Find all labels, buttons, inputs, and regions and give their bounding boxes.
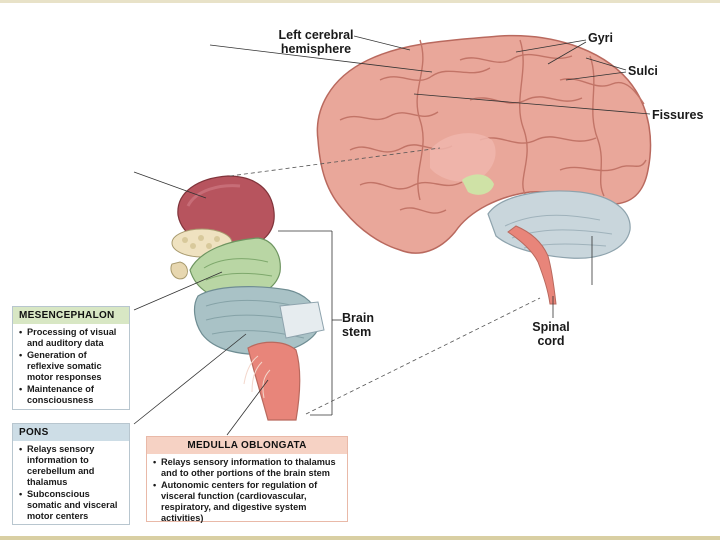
leader-lines [133, 35, 651, 436]
pons-list: Relays sensory information to cerebellum… [13, 444, 129, 522]
label-gyri: Gyri [588, 31, 614, 45]
label-sulci: Sulci [628, 64, 658, 78]
label-left-cerebral-hemisphere: Left cerebral hemisphere [278, 28, 354, 56]
list-item: Processing of visual and auditory data [19, 327, 125, 349]
list-item: Subconscious somatic and visceral motor … [19, 489, 125, 522]
pineal-texture [182, 235, 227, 250]
list-item: Relays sensory information to cerebellum… [19, 444, 125, 488]
mesencephalon-list: Processing of visual and auditory data G… [13, 327, 129, 406]
list-item: Relays sensory information to thalamus a… [153, 457, 343, 479]
mesencephalon-title: MESENCEPHALON [13, 307, 129, 324]
zoom-guide-lines [229, 147, 541, 415]
gyri-sulci-pattern [339, 39, 647, 214]
spinal-cord-shape [507, 225, 557, 305]
list-item: Generation of reflexive somatic motor re… [19, 350, 125, 383]
inner-structure [430, 133, 496, 182]
brainstem-detail [170, 175, 325, 421]
list-item: Autonomic centers for regulation of visc… [153, 480, 343, 524]
cerebrum [316, 34, 652, 254]
medulla-box: MEDULLA OBLONGATA Relays sensory informa… [146, 436, 348, 524]
label-spinal-cord: Spinal cord [532, 320, 570, 348]
label-brain-stem: Brain stem [342, 311, 374, 339]
label-fissures: Fissures [652, 108, 704, 122]
pons-box: PONS Relays sensory information to cereb… [12, 423, 130, 525]
mammillary-body [170, 261, 188, 280]
cerebellum [487, 190, 631, 259]
medulla-title: MEDULLA OBLONGATA [147, 437, 347, 454]
pons-title: PONS [13, 424, 129, 441]
medulla-nerves [243, 355, 271, 399]
mesencephalon-box: MESENCEPHALON Processing of visual and a… [12, 306, 130, 410]
list-item: Maintenance of consciousness [19, 384, 125, 406]
inner-midbrain-highlight [462, 174, 494, 195]
medulla-list: Relays sensory information to thalamus a… [147, 457, 347, 524]
medulla-oblongata [247, 341, 301, 421]
pons-cut-surface [279, 301, 325, 339]
